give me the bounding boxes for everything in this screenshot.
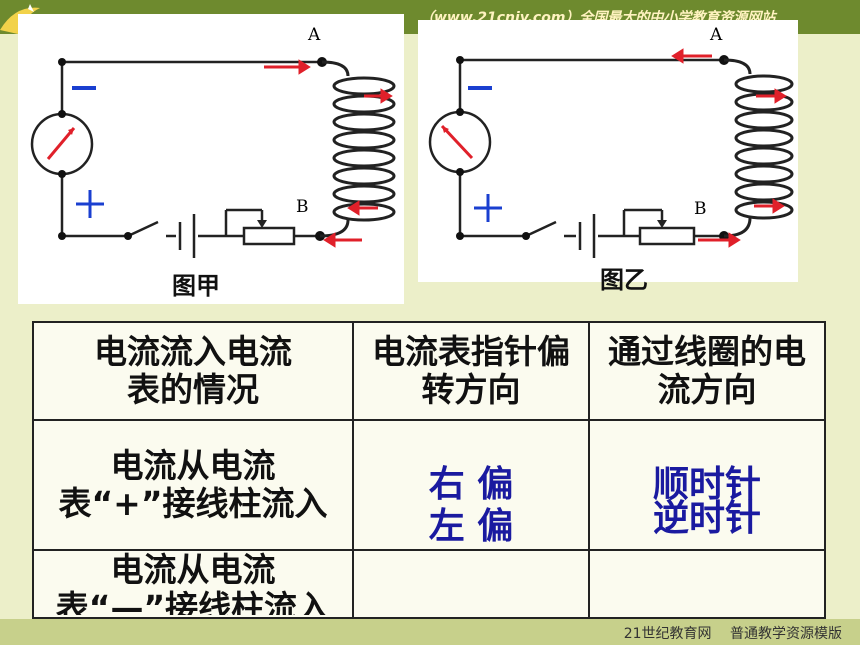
header-deflection: 电流表指针偏转方向	[372, 332, 570, 409]
table-row: 电流从电流表“+”接线柱流入 右 偏 顺时针	[32, 419, 826, 551]
row-direction-counterclockwise: 逆时针	[652, 498, 761, 539]
results-table: 电流流入电流表的情况 电流表指针偏转方向 通过线圈的电流方向 电流从电流表“+”…	[32, 321, 826, 619]
label-a-yi: A	[709, 25, 723, 45]
label-b-jia: B	[296, 197, 309, 217]
row-case-minus: 电流从电流表“—”接线柱流入	[55, 551, 331, 615]
table-row: 电流从电流表“—”接线柱流入 左 偏 逆时针	[32, 499, 826, 619]
header-case: 电流流入电流表的情况	[94, 332, 292, 409]
label-b-yi: B	[694, 199, 707, 219]
footer-watermark: 21世纪教育网 普通教学资源模版	[623, 626, 842, 642]
label-a-jia: A	[307, 25, 321, 45]
diagram-yi: A B	[418, 20, 798, 282]
row-case-plus: 电流从电流表“+”接线柱流入	[58, 446, 328, 523]
row-direction-clockwise: 顺时针	[652, 464, 761, 505]
header-direction: 通过线圈的电流方向	[608, 332, 806, 409]
row-deflection-right: 右 偏	[428, 464, 514, 505]
circuit-jia: A B	[30, 25, 396, 258]
row-deflection-left: 左 偏	[428, 506, 514, 547]
footer-band: 21世纪教育网 普通教学资源模版	[0, 619, 860, 645]
caption-jia: 图甲	[172, 272, 220, 300]
table-header-row: 电流流入电流表的情况 电流表指针偏转方向 通过线圈的电流方向	[32, 321, 826, 421]
caption-yi: 图乙	[600, 266, 648, 294]
diagram-jia: A B	[18, 14, 404, 304]
circuit-yi: A B	[428, 25, 794, 258]
